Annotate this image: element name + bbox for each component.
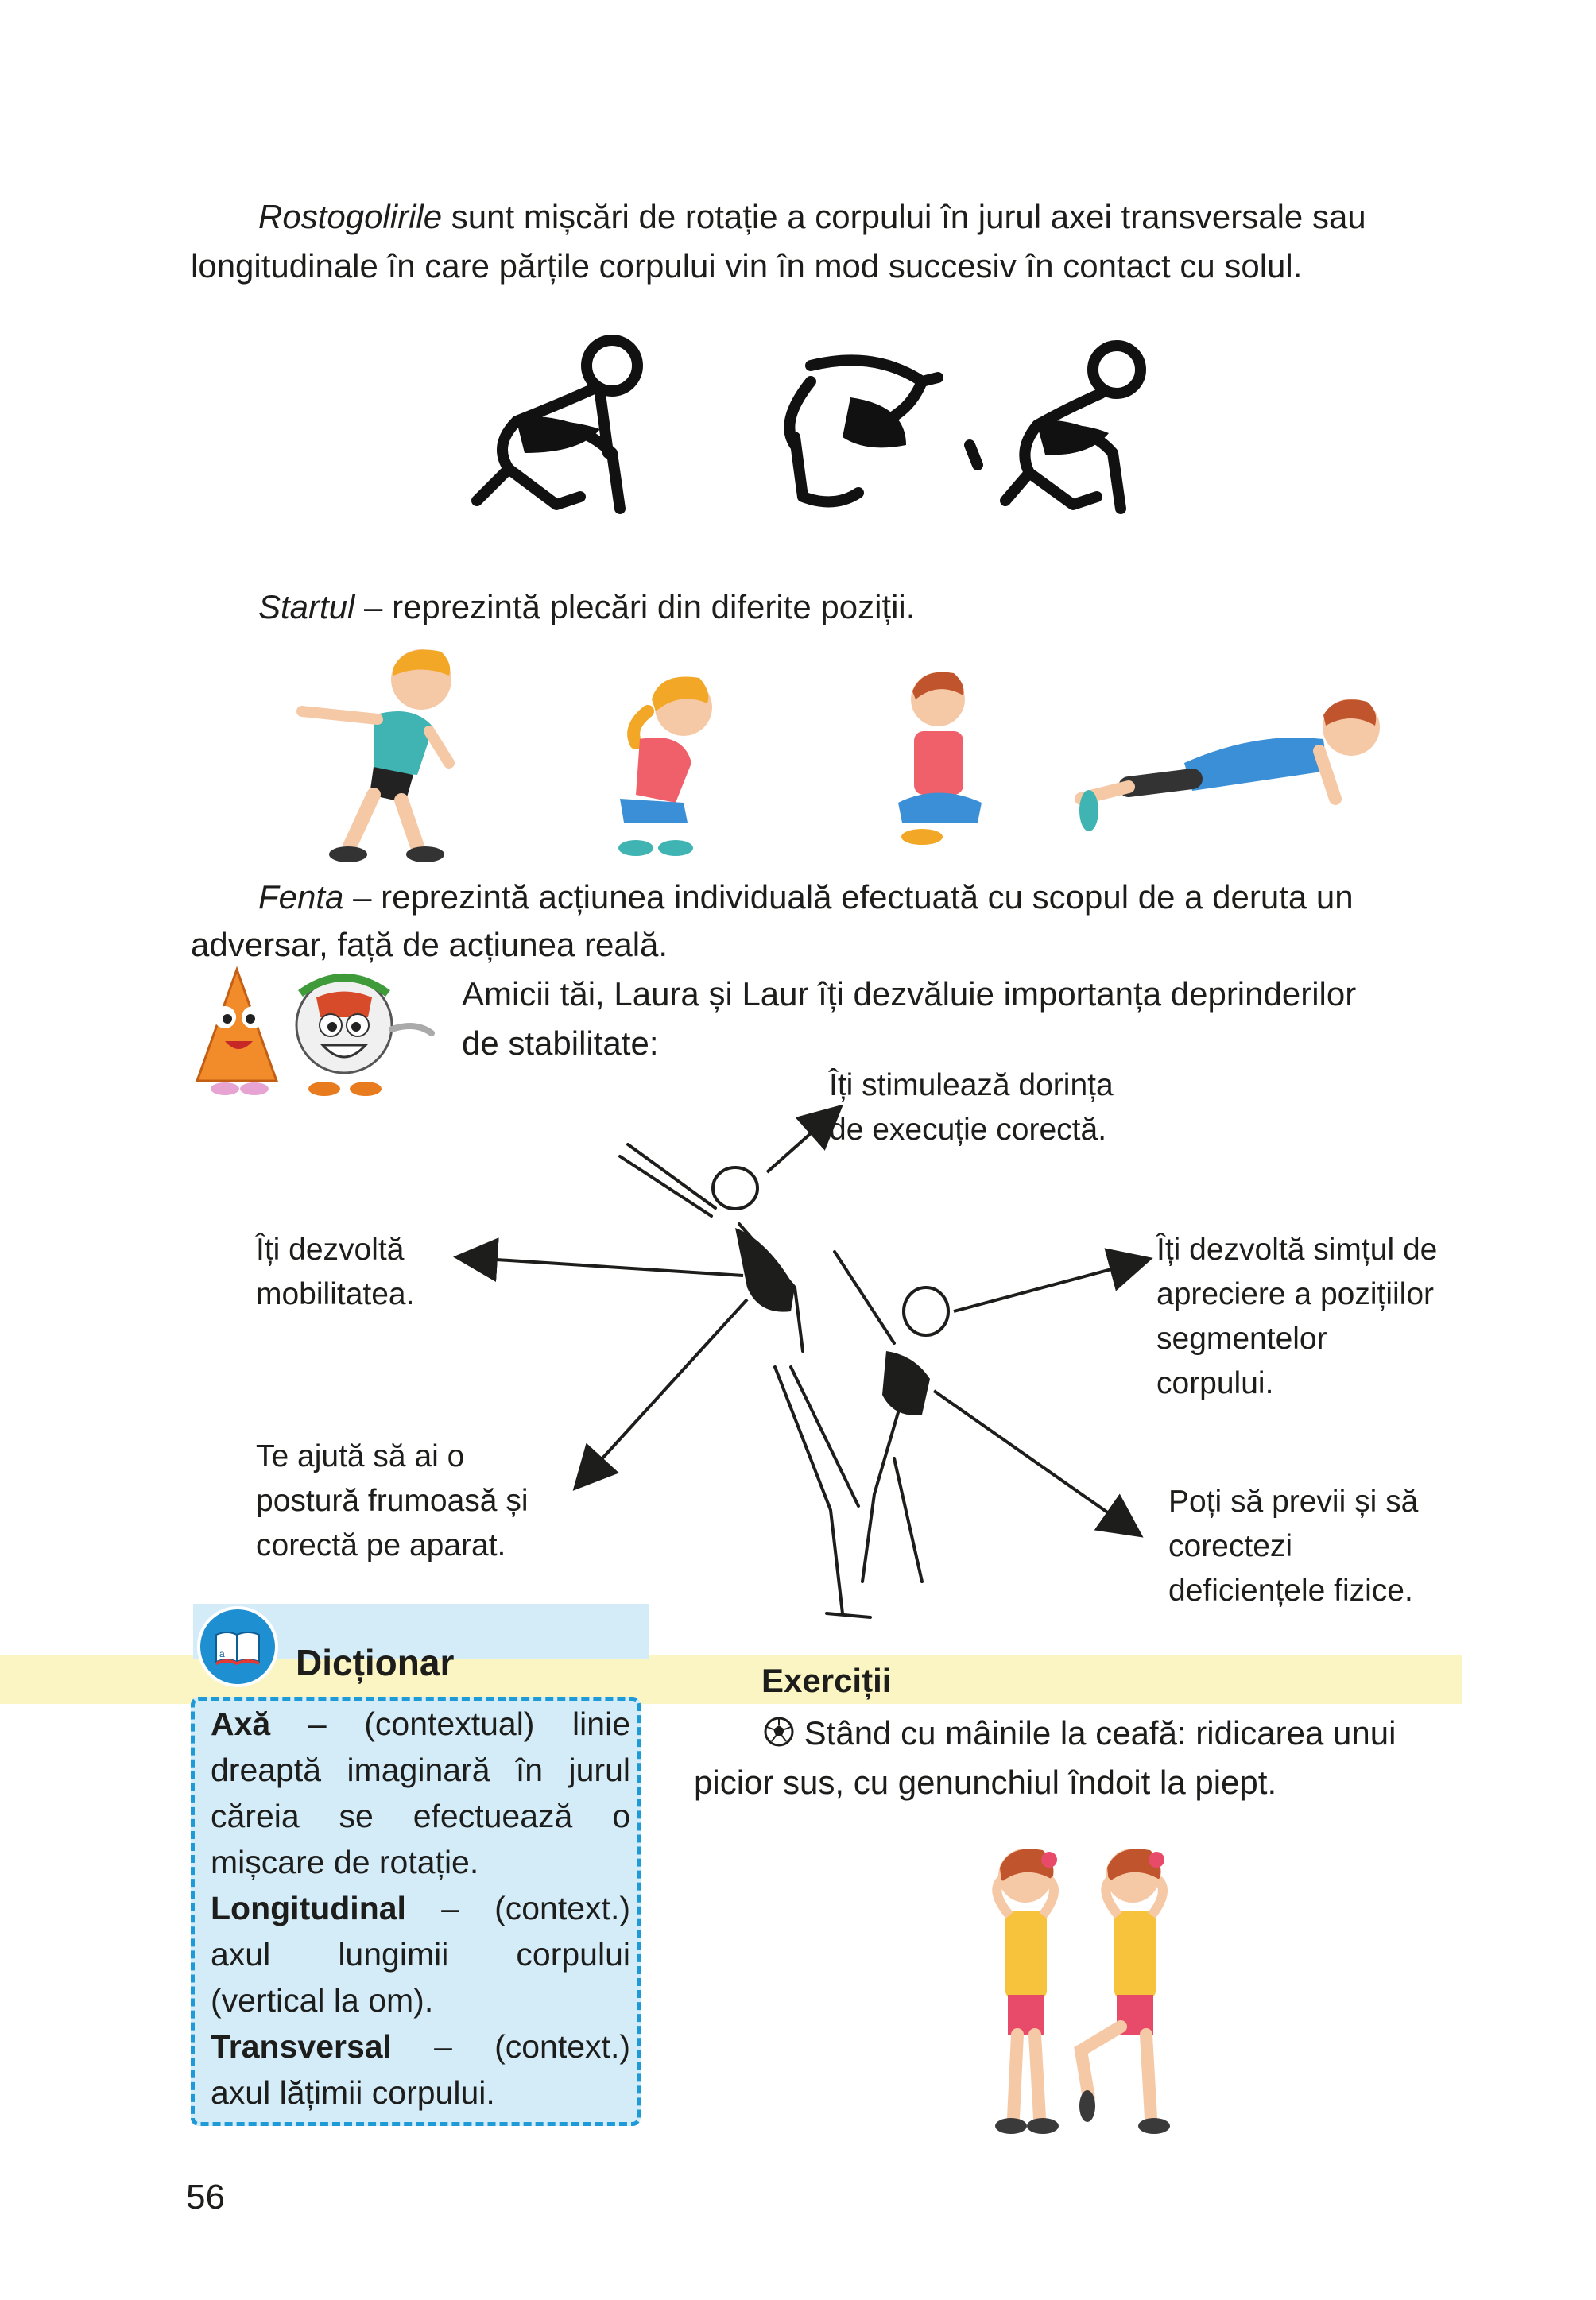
startul-paragraph: Startul – reprezintă plecări din diferit… [258,583,1451,632]
fenta-term: Fenta [258,878,344,916]
boy-plank-start [1075,699,1380,831]
rostogolirile-text-2: longitudinale în care părțile corpului v… [191,247,1303,285]
fenta-text-2: adversar, față de acțiunea reală. [191,926,668,963]
amicii-text-2: de stabilitate: [462,1024,659,1062]
mascot-laura [195,966,279,1095]
mascots-laura-laur [195,966,435,1096]
roll-figure-rolling [784,354,983,508]
dictionary-box: Axă – (contextual) linie dreaptă imagina… [191,1697,641,2126]
start-positions-illustration [296,649,1380,862]
label-top: Îți stimulează dorința de execuție corec… [829,1068,1114,1147]
arrow-left-bottom [572,1298,749,1491]
amicii-text-1: Amicii tăi, Laura și Laur îți dezvăluie … [462,975,1357,1013]
exercise-item-1-line2: picior sus, cu genunchiul îndoit la piep… [694,1758,1473,1807]
amicii-paragraph: Amicii tăi, Laura și Laur îți dezvăluie … [462,970,1471,1019]
page-number: 56 [186,2178,225,2217]
roll-sequence-illustration [471,335,1146,514]
svg-text:a: a [219,1648,225,1659]
roll-figure-crouch-1-torso [517,420,600,453]
fenta-paragraph-line2: adversar, față de acțiunea reală. [191,920,1383,970]
exercise-item-1-text-2: picior sus, cu genunchiul îndoit la piep… [694,1764,1277,1801]
dictionary-entry-axa: Axă – (contextual) linie dreaptă imagina… [211,1701,630,1885]
def-axa: – (contextual) linie dreaptă imaginară î… [211,1706,630,1880]
term-longitudinal: Longitudinal [211,1890,406,1926]
girl-standing-hands-behind-head [992,1849,1059,2134]
def-transversal: – (context.) axul lățimii corpului. [211,2028,630,2111]
book-icon: a [197,1606,278,1687]
gymnast-pair-sketch [618,1143,950,1619]
gymnast-2-leotard [882,1351,930,1415]
rostogolirile-term: Rostogolirile [258,198,443,235]
fenta-text-1: – reprezintă acțiunea individuală efectu… [343,878,1354,916]
boy-standing-start [296,649,455,862]
arrow-right-top [953,1248,1153,1313]
label-right-bottom: Poți să previi și să corectezi deficienț… [1168,1485,1419,1608]
roll-figure-crouch-2-torso [1037,424,1109,455]
arrow-left-top [453,1237,744,1283]
dictionary-entry-longitudinal: Longitudinal – (context.) axul lungimii … [211,1885,630,2023]
soccer-ball-icon [764,1717,794,1747]
term-transversal: Transversal [211,2028,392,2065]
label-left-top: Îți dezvoltă mobilitatea. [256,1233,415,1311]
startul-text: – reprezintă plecări din diferite poziți… [354,588,916,625]
label-right-top: Îți dezvoltă simțul de apreciere a poziț… [1156,1233,1438,1400]
boy-sitting-start [898,672,982,845]
rostogolirile-text-1: sunt mișcări de rotație a corpului în ju… [442,198,1366,235]
rostogolirile-paragraph-line2: longitudinale în care părțile corpului v… [191,242,1478,291]
arrow-top [765,1104,843,1174]
dictionary-entry-transversal: Transversal – (context.) axul lățimii co… [211,2023,630,2116]
exercise-item-1: Stând cu mâinile la ceafă: ridicarea unu… [763,1709,1470,1758]
exercise-item-1-text-1: Stând cu mâinile la ceafă: ridicarea unu… [795,1714,1396,1752]
def-longitudinal: – (context.) axul lungimii corpului (ver… [211,1890,630,2019]
girl-knee-raise [1074,1849,1170,2134]
term-axa: Axă [211,1706,271,1742]
roll-figure-rolling-torso [843,397,906,448]
rostogolirile-paragraph: Rostogolirile sunt mișcări de rotație a … [258,192,1466,242]
girls-knee-raise-illustration [992,1849,1170,2134]
label-left-bottom: Te ajută să ai o postură frumoasă și cor… [256,1439,529,1562]
gymnast-1-leotard [735,1228,795,1312]
startul-term: Startul [258,588,355,625]
mascot-laur [295,974,435,1096]
girl-squat-start [618,676,712,856]
dictionary-title: Dicționar [296,1642,455,1683]
amicii-paragraph-line2: de stabilitate: [462,1019,1471,1068]
exercise-title: Exerciții [761,1662,892,1699]
arrow-right-bottom [932,1389,1144,1538]
fenta-paragraph: Fenta – reprezintă acțiunea individuală … [258,873,1466,922]
